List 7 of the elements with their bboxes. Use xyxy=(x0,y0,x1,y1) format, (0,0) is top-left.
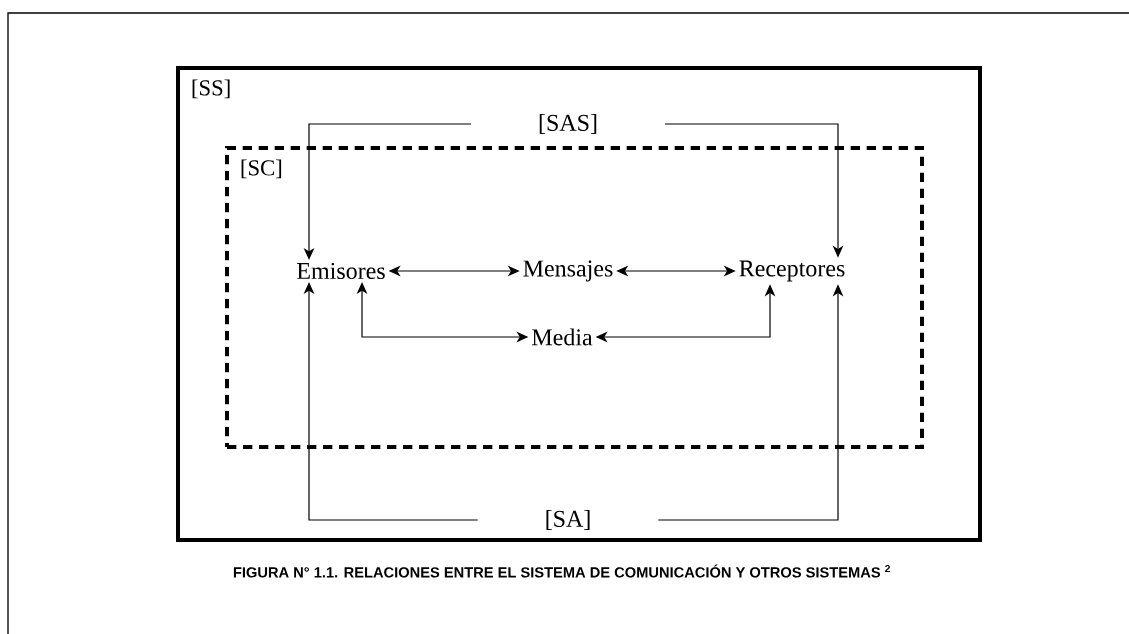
arrow xyxy=(303,282,479,521)
node-label: [SA] xyxy=(542,507,594,533)
node-label: Mensajes xyxy=(520,257,616,285)
node-label: [SAS] xyxy=(535,111,601,137)
node-label: Emisores xyxy=(293,260,389,282)
node-label: Receptores xyxy=(736,257,848,285)
figure-caption: FIGURA N° 1.1. RELACIONES ENTRE EL SISTEMA DE COMUNICACIÓN Y OTROS SISTEMAS $^{2}$ xyxy=(233,564,890,578)
